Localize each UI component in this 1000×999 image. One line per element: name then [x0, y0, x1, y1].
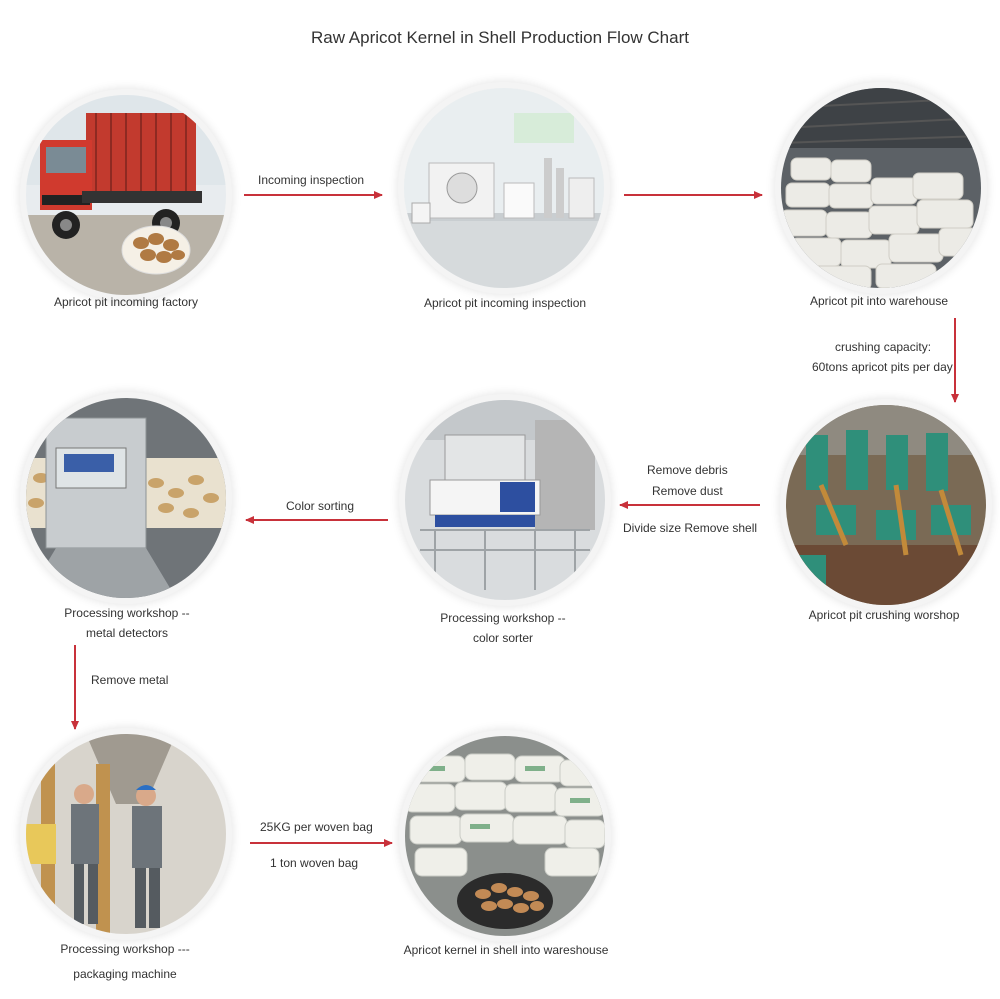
- caption-kernel-warehouse: Apricot kernel in shell into wareshouse: [403, 943, 609, 957]
- edge-label-divide-size: Divide size Remove shell: [623, 521, 758, 535]
- edge-label-remove-dust: Remove dust: [652, 484, 723, 498]
- node-kernel-warehouse-photo: [405, 736, 605, 936]
- caption-color-sorter-1: Processing workshop --: [440, 611, 566, 625]
- node-color-sorter-photo: [405, 400, 605, 600]
- edge-label-remove-metal: Remove metal: [91, 673, 169, 687]
- node-packaging-photo: [26, 734, 226, 934]
- caption-crushing-workshop: Apricot pit crushing worshop: [808, 608, 960, 622]
- node-crushing-workshop-photo: [786, 405, 986, 605]
- edge-label-incoming-inspection: Incoming inspection: [258, 173, 365, 187]
- caption-metal-detectors-1: Processing workshop --: [64, 606, 190, 620]
- edge-label-1ton: 1 ton woven bag: [270, 856, 359, 870]
- edge-label-25kg: 25KG per woven bag: [260, 820, 373, 834]
- node-warehouse-photo: [781, 88, 981, 288]
- caption-incoming-inspection: Apricot pit incoming inspection: [423, 296, 587, 310]
- node-incoming-inspection-photo: [404, 88, 604, 288]
- caption-warehouse: Apricot pit into warehouse: [809, 294, 949, 308]
- edge-label-crushing-capacity: crushing capacity:: [835, 340, 932, 354]
- caption-metal-detectors-2: metal detectors: [85, 626, 169, 640]
- caption-color-sorter-2: color sorter: [472, 631, 534, 645]
- node-incoming-factory-photo: [26, 95, 226, 295]
- caption-packaging-1: Processing workshop ---: [60, 942, 190, 956]
- caption-packaging-2: packaging machine: [73, 967, 177, 981]
- edge-label-color-sorting: Color sorting: [286, 499, 355, 513]
- page-title: Raw Apricot Kernel in Shell Production F…: [311, 28, 689, 47]
- edge-label-remove-debris: Remove debris: [647, 463, 728, 477]
- caption-incoming-factory: Apricot pit incoming factory: [53, 295, 199, 309]
- node-metal-detector-photo: [26, 398, 226, 598]
- edge-label-crushing-rate: 60tons apricot pits per day: [812, 360, 953, 374]
